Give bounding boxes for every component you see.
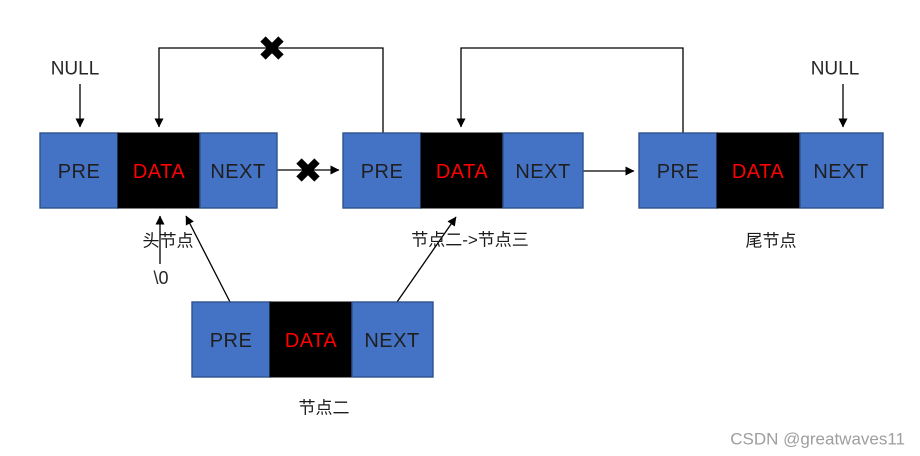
middle-pre-cell — [342, 132, 422, 209]
node-tail: PRE DATA NEXT — [638, 132, 884, 209]
removed-pre-cell — [191, 301, 271, 378]
removed-data-label: DATA — [285, 330, 338, 352]
removed-next-cell — [351, 301, 434, 378]
middle-next-cell — [502, 132, 584, 209]
middle-caption: 节点二->节点三 — [411, 231, 529, 250]
tail-pre-label: PRE — [657, 161, 700, 183]
removed-pre-to-head-arrow — [185, 215, 231, 303]
head-next-label: NEXT — [210, 161, 265, 183]
middle-data-label: DATA — [436, 161, 489, 183]
node-middle: PRE DATA NEXT — [342, 132, 584, 209]
head-next-cell — [199, 132, 278, 209]
tail-caption: 尾节点 — [746, 232, 797, 251]
head-pre-label: PRE — [58, 161, 101, 183]
terminator-label: \0 — [153, 268, 168, 288]
tail-data-label: DATA — [732, 161, 785, 183]
removed-next-label: NEXT — [364, 330, 419, 352]
node-removed: PRE DATA NEXT — [191, 301, 434, 378]
tail-pre-cell — [638, 132, 718, 209]
node-head: PRE DATA NEXT — [39, 132, 278, 209]
null-left-label: NULL — [51, 59, 100, 80]
removed-pre-label: PRE — [210, 330, 253, 352]
removed-data-cell — [269, 301, 353, 378]
head-caption: 头节点 — [143, 232, 194, 251]
broken-link-x-icon — [260, 36, 284, 60]
head-data-label: DATA — [133, 161, 186, 183]
middle-pre-label: PRE — [361, 161, 404, 183]
watermark-text: CSDN @greatwaves11 — [730, 430, 905, 449]
null-right-label: NULL — [811, 59, 860, 80]
middle-data-cell — [420, 132, 504, 209]
head-data-cell — [117, 132, 201, 209]
tail-pre-to-middle-data-wire — [456, 47, 684, 133]
middle-next-label: NEXT — [515, 161, 570, 183]
tail-next-label: NEXT — [813, 161, 868, 183]
removed-next-to-middle-arrow — [396, 216, 457, 303]
broken-link-x-icon — [296, 158, 320, 182]
removed-caption: 节点二 — [299, 399, 350, 418]
tail-next-cell — [799, 132, 884, 209]
